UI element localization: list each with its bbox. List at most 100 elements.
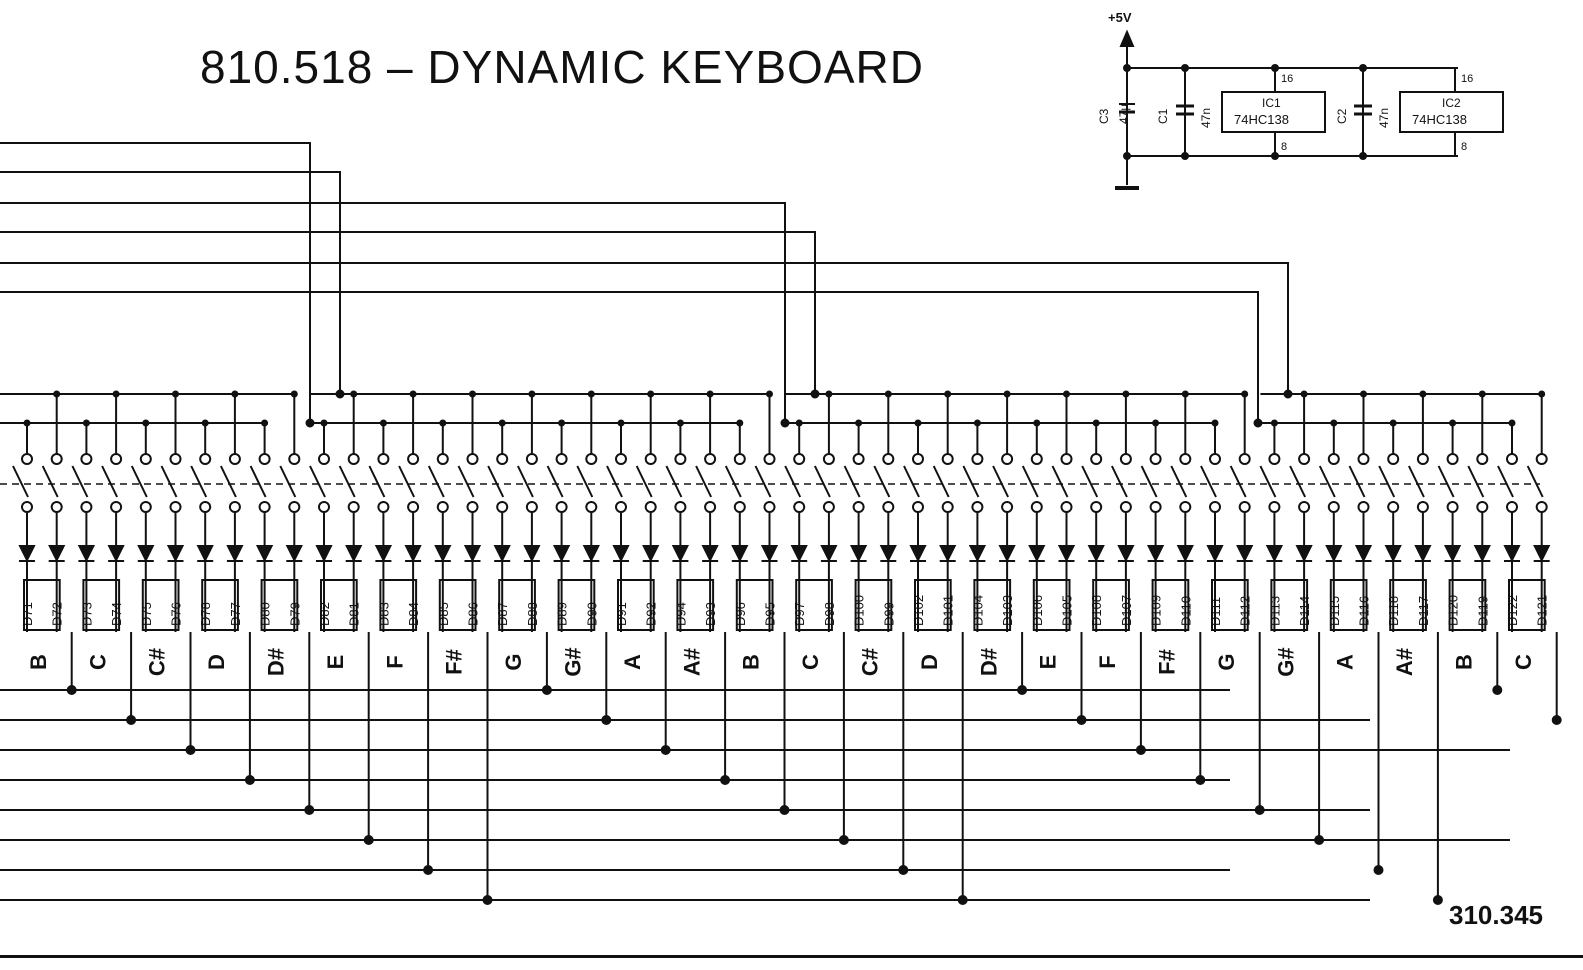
note-label: B <box>739 654 764 670</box>
switch-contact-top <box>1030 453 1043 465</box>
switch-lever <box>1081 465 1099 498</box>
switch-lever <box>368 465 386 498</box>
switch-contact-top <box>882 453 895 465</box>
junction-dot <box>1135 745 1146 755</box>
diode-symbol <box>642 545 660 563</box>
junction-dot <box>23 419 31 427</box>
switch-contact-bottom <box>1268 501 1281 513</box>
switch-contact-bottom <box>407 501 420 513</box>
diode-symbol <box>760 545 779 563</box>
junction-dot <box>1195 775 1206 785</box>
switch-contact-top <box>1446 453 1459 465</box>
switch-contact-bottom <box>1327 501 1340 513</box>
junction-dot <box>766 390 773 398</box>
diode-symbol <box>1295 545 1313 563</box>
note-label: D# <box>976 648 1001 676</box>
diode-label: D110 <box>1178 596 1193 626</box>
switch-contact-top <box>318 453 330 465</box>
diode-pair-box <box>914 579 952 631</box>
switch-contact-bottom <box>674 501 687 513</box>
switch-lever <box>309 465 326 498</box>
junction-dot <box>528 390 536 398</box>
junction-dot <box>838 835 849 845</box>
switch-contact-bottom <box>644 501 657 513</box>
junction-dot <box>1181 390 1189 398</box>
row-bus-top <box>0 142 1293 428</box>
junction-dot <box>1389 419 1397 427</box>
switch-contact-bottom <box>1238 501 1251 513</box>
switch-contact-top <box>169 453 182 465</box>
switch-contact-bottom <box>1416 501 1429 513</box>
switch-contact-bottom <box>199 501 212 513</box>
switch-contact-top <box>1209 453 1221 465</box>
switch-lever <box>1289 465 1307 498</box>
note-label: D# <box>263 648 288 676</box>
diode-label: D90 <box>584 602 599 626</box>
junction-dot <box>855 419 863 427</box>
note-label: A <box>1333 654 1358 670</box>
switch-lever <box>992 465 1010 498</box>
diode-symbol <box>345 545 363 563</box>
switch-lever <box>546 465 564 498</box>
junction-dot <box>1478 390 1486 398</box>
junction-dot <box>439 419 447 427</box>
switch-contact-bottom <box>941 501 954 513</box>
row-bus-wire <box>0 202 786 423</box>
diode-label: D121 <box>1535 595 1550 626</box>
diode-symbol <box>1206 545 1224 563</box>
diode-label: D77 <box>228 602 243 626</box>
switch-contact-bottom <box>258 501 271 513</box>
diode-symbol <box>1473 545 1491 563</box>
diode-label: D86 <box>466 602 481 626</box>
switch-lever <box>695 465 713 498</box>
diode-symbol <box>285 545 303 563</box>
junction-dot <box>304 805 315 815</box>
switch-contact-top <box>80 453 93 465</box>
diode-symbol <box>18 545 36 563</box>
diode-symbol <box>552 545 571 563</box>
junction-dot <box>541 685 552 695</box>
switch-contact-bottom <box>1387 501 1400 513</box>
diode-label: D115 <box>1327 596 1342 626</box>
diode-symbol <box>226 545 244 563</box>
switch-lever <box>1200 465 1217 498</box>
switch-contact-bottom <box>228 501 241 513</box>
diode-label: D113 <box>1267 596 1282 626</box>
junction-dot <box>736 419 744 427</box>
junction-dot <box>1063 390 1070 398</box>
switch-contact-top <box>347 453 360 465</box>
note-label: A# <box>679 648 704 676</box>
power-supply-section <box>1115 29 1504 190</box>
c3-label: C3 <box>1097 108 1111 124</box>
switch-lever <box>576 465 594 498</box>
diode-label: D91 <box>614 602 629 626</box>
switch-contact-top <box>1357 453 1370 465</box>
switch-contact-top <box>436 453 449 465</box>
switch-lever <box>813 465 831 498</box>
switch-lever <box>457 465 475 498</box>
c3-value: 47µ <box>1117 104 1131 124</box>
switch-contact-top <box>377 453 390 465</box>
diode-symbol <box>879 545 897 563</box>
diode-label: D104 <box>970 595 985 626</box>
switch-contact-bottom <box>1119 501 1132 513</box>
switch-contact-top <box>585 453 598 465</box>
diode-symbol <box>939 545 957 563</box>
junction-dot <box>1241 390 1249 398</box>
diode-symbol <box>434 545 452 563</box>
diode-pair-box <box>82 579 121 631</box>
junction-dot <box>601 715 612 725</box>
diode-label: D119 <box>1475 596 1490 626</box>
power-junctions <box>1123 64 1367 160</box>
diode-symbol <box>1354 545 1373 563</box>
switch-contact-bottom <box>1535 501 1548 513</box>
diode-pair-box <box>1032 579 1071 631</box>
junction-dot <box>231 390 239 398</box>
diode-pair-box <box>617 579 655 631</box>
note-label: B <box>26 654 51 670</box>
diode-label: D94 <box>673 602 688 626</box>
switch-contact-bottom <box>436 501 449 513</box>
junction-dot <box>1017 685 1028 695</box>
diode-symbol <box>137 545 155 563</box>
